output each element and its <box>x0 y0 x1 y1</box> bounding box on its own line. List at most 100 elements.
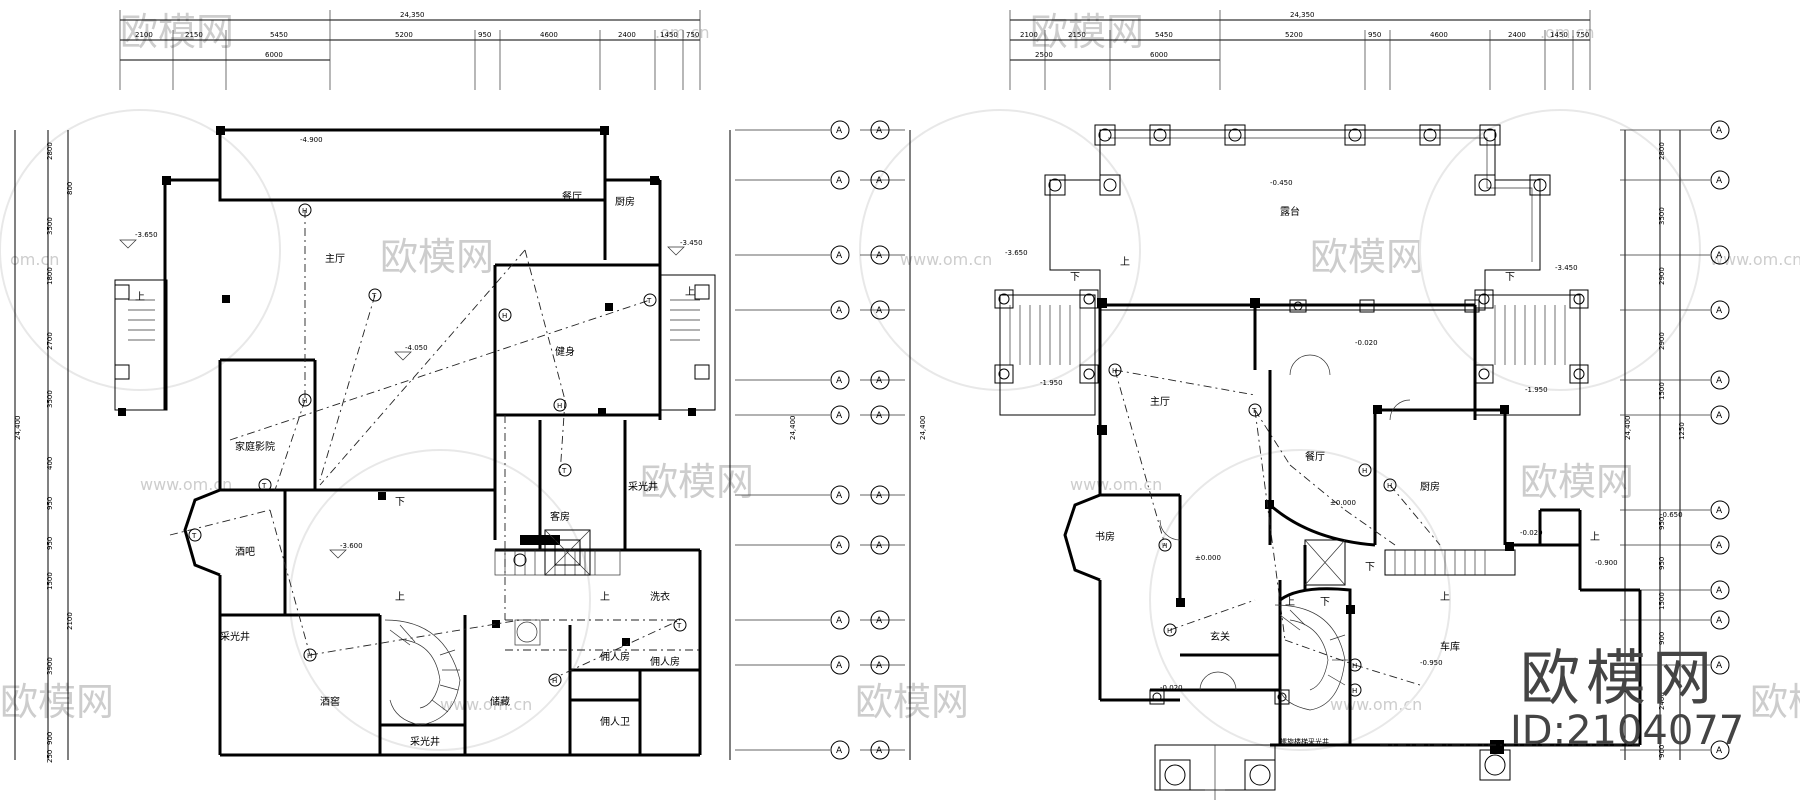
room-maid-2: 佣人房 <box>650 655 680 668</box>
right-light-fixtures: H T H H H H H H <box>1108 363 1397 697</box>
watermark-url: om.cn <box>10 250 59 269</box>
axis-label: A <box>836 306 843 316</box>
left-elevator <box>544 529 591 576</box>
stair-up-label: 上 <box>1285 596 1295 608</box>
room-maid-1: 佣人房 <box>600 650 630 663</box>
watermark-url: www.om.cn <box>440 695 532 714</box>
watermark-logo: 欧模网 <box>380 235 494 279</box>
left-light-fixtures: H H T H H T H H T T T T <box>188 203 687 687</box>
axis-label: A <box>836 376 843 386</box>
brand-id: ID:2104077 <box>1510 708 1745 754</box>
level-mark: -0.450 <box>1270 179 1293 187</box>
dim: 900 <box>1658 745 1666 758</box>
dim-total: 24,400 <box>14 416 22 441</box>
tv-symbol: T <box>1251 407 1257 415</box>
dim-total: 24,400 <box>1624 416 1632 441</box>
dim: 250 <box>46 750 54 763</box>
axis-label: A <box>876 616 883 626</box>
left-stairs: 上 下 上 上 上 <box>128 286 700 726</box>
dim: 2900 <box>1658 332 1666 350</box>
dim: 5450 <box>1155 31 1173 39</box>
right-side-dimensions: A A A A A A A A A A A A 24,400 2800 3500… <box>1620 120 1730 760</box>
watermark-url: www.om.cn <box>140 475 232 494</box>
room-fitness: 健身 <box>555 345 575 358</box>
dim: 2700 <box>46 332 54 350</box>
tv-symbol: T <box>191 532 197 540</box>
left-circuit-lines <box>169 210 700 681</box>
room-light-well: 采光井 <box>628 480 658 493</box>
dim: 2500 <box>1035 51 1053 59</box>
axis-label: A <box>1716 176 1723 186</box>
dim: 900 <box>1658 632 1666 645</box>
axis-label: A <box>876 491 883 501</box>
watermark-url: www.om.cn <box>900 250 992 269</box>
dim: 2800 <box>46 142 54 160</box>
right-level-marks: -0.450 -3.650 -3.450 -1.950 -1.950 -0.02… <box>1005 179 1683 692</box>
dim: 1800 <box>46 267 54 285</box>
watermark-url: www.om.cn <box>1330 695 1422 714</box>
dim: 6000 <box>265 51 283 59</box>
dim: 950 <box>1658 557 1666 570</box>
light-symbol: H <box>307 652 312 660</box>
room-kitchen: 厨房 <box>1420 480 1440 493</box>
stair-down-label: 下 <box>1070 272 1080 283</box>
right-side-stairs: 下 下 <box>994 272 1589 416</box>
level-mark: -0.020 <box>1355 339 1378 347</box>
right-top-dimensions: 24,350 2100 2150 5450 5200 950 4600 2400… <box>1009 10 1591 90</box>
dim: 2100 <box>66 612 74 630</box>
dim: 2150 <box>185 31 203 39</box>
room-light-well: 采光井 <box>220 630 250 643</box>
stair-down-label: 下 <box>1320 597 1330 608</box>
axis-label: A <box>836 411 843 421</box>
room-guest: 客房 <box>550 510 570 523</box>
watermark-url: www.om.cn <box>1070 475 1162 494</box>
dim: 400 <box>46 457 54 470</box>
dim: 950 <box>1368 31 1381 39</box>
stair-down-label: 下 <box>1365 562 1375 573</box>
stair-down-label: 下 <box>395 497 405 508</box>
right-floor-plan: 24,350 2100 2150 5450 5200 950 4600 2400… <box>994 10 1730 800</box>
axis-label: A <box>1716 376 1723 386</box>
axis-bubbles-middle: A A A A A A A A A A A A A A A A A A A A <box>729 120 927 760</box>
axis-label: A <box>836 491 843 501</box>
dim: 2900 <box>1658 267 1666 285</box>
dim: 2150 <box>1068 31 1086 39</box>
level-mark: -3.650 <box>1005 249 1028 257</box>
axis-label: A <box>1716 541 1723 551</box>
level-mark: -3.450 <box>680 239 703 247</box>
axis-label: A <box>876 126 883 136</box>
right-room-labels: 露台 主厅 餐厅 厨房 书房 玄关 车库 螺旋楼梯采光井 <box>1095 205 1460 746</box>
level-mark: -4.050 <box>405 344 428 352</box>
dim: 950 <box>46 537 54 550</box>
brand-logo: 欧模网 <box>1520 644 1718 714</box>
axis-label: A <box>836 541 843 551</box>
axis-label: A <box>876 746 883 756</box>
light-symbol: H <box>1352 687 1357 695</box>
stair-up-label: 上 <box>685 286 695 298</box>
level-mark: -1.950 <box>1040 379 1063 387</box>
light-symbol: T <box>561 467 567 475</box>
axis-label: A <box>876 661 883 671</box>
dim: 1250 <box>1678 422 1686 440</box>
light-symbol: H <box>1362 467 1367 475</box>
left-columns <box>114 126 710 646</box>
room-kitchen: 厨房 <box>615 195 635 208</box>
level-mark: -3.600 <box>340 542 363 550</box>
dim: 3500 <box>46 390 54 408</box>
level-mark: -4.900 <box>300 136 323 144</box>
level-mark: ±0.000 <box>1195 554 1221 562</box>
dim: 950 <box>1658 517 1666 530</box>
axis-label: A <box>1716 251 1723 261</box>
watermark-logo: 欧模网 <box>1310 235 1424 279</box>
axis-label: A <box>1716 661 1723 671</box>
watermark-logo: 欧模网 <box>120 10 234 54</box>
dim: 4600 <box>540 31 558 39</box>
axis-label: A <box>1716 506 1723 516</box>
axis-label: A <box>836 251 843 261</box>
stair-down-label: 下 <box>1505 272 1515 283</box>
watermark-logo: 欧模网 <box>1030 10 1144 54</box>
light-symbol: H <box>302 207 307 215</box>
level-mark: -0.020 <box>1160 684 1183 692</box>
level-mark: -0.020 <box>1520 529 1543 537</box>
